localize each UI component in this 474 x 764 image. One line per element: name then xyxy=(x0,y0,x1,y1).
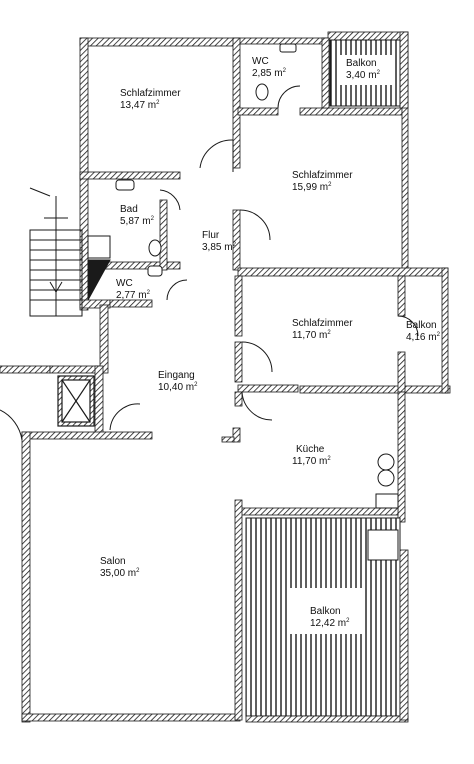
room-area-kueche: 11,70 m2 xyxy=(292,456,331,467)
room-name-balkon-3: Balkon xyxy=(310,606,341,617)
room-area-balkon-2: 4,16 m2 xyxy=(406,332,441,343)
room-labels: Schlafzimmer 13,47 m2 WC 2,85 m2 Balkon … xyxy=(100,56,441,629)
room-name-flur: Flur xyxy=(202,230,220,241)
door-swings xyxy=(0,85,419,441)
staircase xyxy=(29,187,83,317)
room-area-wc-1: 2,85 m2 xyxy=(252,68,287,79)
room-name-schlafzimmer-2: Schlafzimmer xyxy=(292,170,353,181)
room-area-wc-2: 2,77 m2 xyxy=(116,290,151,301)
room-name-eingang: Eingang xyxy=(158,370,195,381)
balcony-small-floor xyxy=(329,39,401,107)
elevator-shaft xyxy=(57,375,95,427)
room-name-salon: Salon xyxy=(100,556,126,567)
room-area-schlafzimmer-3: 11,70 m2 xyxy=(292,330,331,341)
room-area-balkon-3: 12,42 m2 xyxy=(310,618,350,629)
room-area-balkon-1: 3,40 m2 xyxy=(346,70,381,81)
room-area-eingang: 10,40 m2 xyxy=(158,382,198,393)
room-area-schlafzimmer-2: 15,99 m2 xyxy=(292,182,332,193)
fixtures xyxy=(87,43,399,561)
room-name-balkon-2: Balkon xyxy=(406,320,437,331)
room-name-wc-2: WC xyxy=(116,278,133,289)
room-name-kueche: Küche xyxy=(296,444,325,455)
room-area-flur: 3,85 m2 xyxy=(202,242,237,253)
room-area-bad: 5,87 m2 xyxy=(120,216,155,227)
room-name-wc-1: WC xyxy=(252,56,269,67)
walls xyxy=(0,31,451,723)
room-name-bad: Bad xyxy=(120,204,138,215)
room-name-balkon-1: Balkon xyxy=(346,58,377,69)
room-name-schlafzimmer-3: Schlafzimmer xyxy=(292,318,353,329)
room-area-schlafzimmer-1: 13,47 m2 xyxy=(120,100,160,111)
room-area-salon: 35,00 m2 xyxy=(100,568,140,579)
room-name-schlafzimmer-1: Schlafzimmer xyxy=(120,88,181,99)
